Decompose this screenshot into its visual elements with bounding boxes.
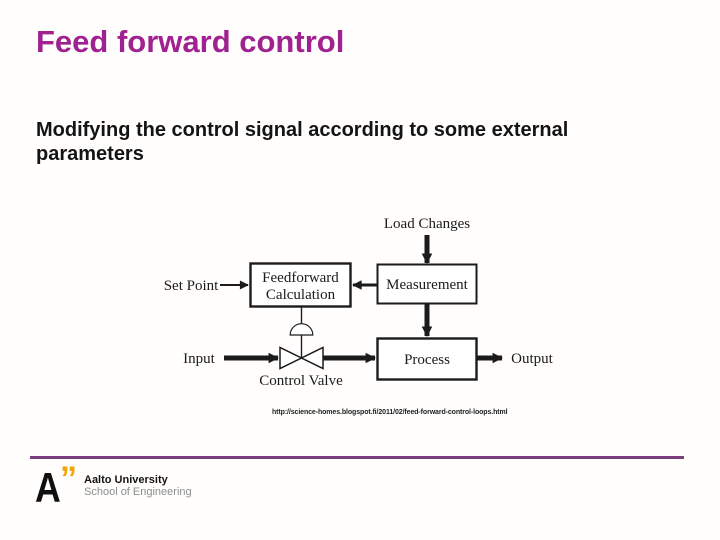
label-calculation: Calculation (266, 287, 336, 303)
footer-rule (30, 456, 684, 459)
page-title: Feed forward control (36, 24, 345, 59)
label-control-valve: Control Valve (259, 373, 343, 389)
control-valve-right-triangle-icon (299, 346, 324, 370)
label-process: Process (404, 352, 450, 368)
aalto-logo-letter: A (35, 464, 61, 511)
diagram-canvas: Load Changes Set Point Feedforward Calcu… (164, 216, 554, 389)
label-input: Input (183, 351, 215, 367)
slide-body-text: Modifying the control signal according t… (36, 119, 569, 165)
aalto-logo-quotes-icon: ” (60, 460, 77, 498)
label-set-point: Set Point (164, 278, 219, 294)
feedforward-calculation-box (249, 262, 352, 308)
source-url: http://science-homes.blogspot.fi/2011/02… (272, 409, 508, 416)
valve-actuator-dome-icon (289, 323, 314, 336)
label-feedforward: Feedforward (262, 270, 339, 286)
process-box (376, 337, 478, 381)
school-name: School of Engineering (84, 486, 192, 498)
control-valve-left-triangle-icon (279, 346, 304, 370)
label-output: Output (511, 351, 554, 367)
label-measurement: Measurement (386, 277, 468, 293)
feedforward-control-diagram: Load Changes Set Point Feedforward Calcu… (150, 205, 570, 395)
label-load-changes: Load Changes (384, 216, 470, 232)
university-name: Aalto University (84, 474, 168, 486)
measurement-box (376, 263, 478, 305)
